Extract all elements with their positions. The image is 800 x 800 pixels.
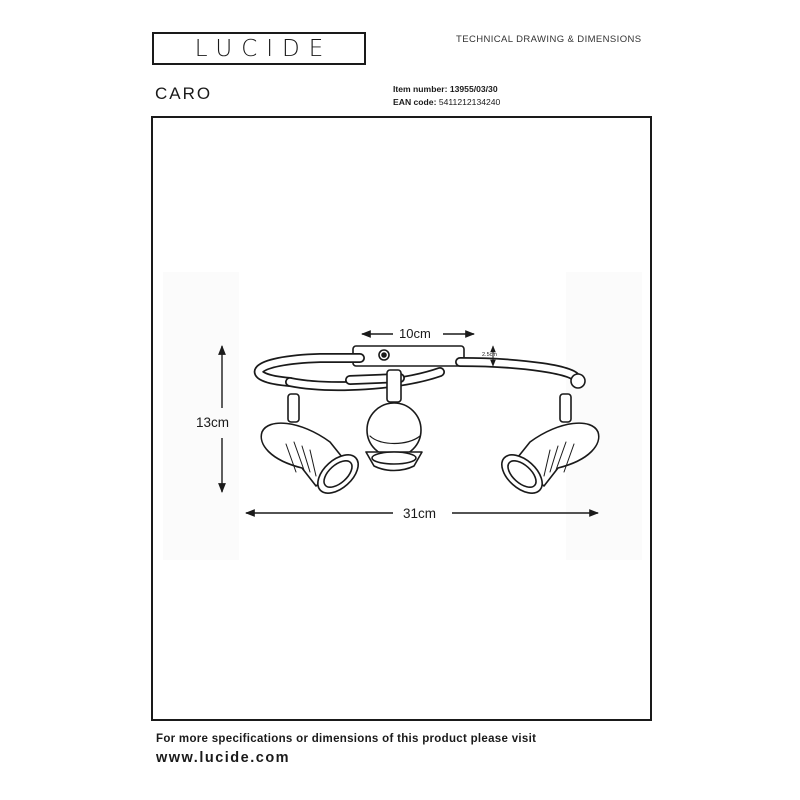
- brand-logo: LUCIDE: [152, 32, 366, 65]
- item-number-row: Item number: 13955/03/30: [393, 83, 500, 96]
- item-number-value: 13955/03/30: [449, 84, 498, 94]
- base-plate: [352, 345, 465, 367]
- base-width-label: 10cm: [399, 326, 431, 341]
- website-link[interactable]: www.lucide.com: [156, 750, 291, 766]
- spot-center: [365, 369, 423, 472]
- drawing-frame: [151, 116, 652, 721]
- base-height-label: 2.5cm: [482, 352, 497, 358]
- ean-row: EAN code: 5411212134240: [393, 96, 500, 109]
- ceiling-base: [352, 345, 465, 367]
- lamp-drawing: [253, 345, 600, 494]
- brand-logo-text: LUCIDE: [194, 36, 333, 62]
- spot-right: [501, 393, 600, 494]
- document-type-label: TECHNICAL DRAWING & DIMENSIONS: [456, 34, 642, 45]
- ean-label: EAN code:: [393, 97, 437, 107]
- arm-end-cap: [570, 373, 586, 389]
- ean-value: 5411212134240: [438, 97, 501, 107]
- total-width-label: 31cm: [403, 506, 437, 521]
- spot-left: [260, 393, 359, 494]
- total-height-label: 13cm: [196, 415, 230, 430]
- item-number-label: Item number:: [393, 84, 448, 94]
- background-panels: [163, 272, 642, 560]
- dimension-lines: [218, 330, 599, 517]
- footer-note: For more specifications or dimensions of…: [156, 733, 537, 745]
- product-name: CARO: [155, 84, 213, 103]
- product-meta: Item number: 13955/03/30 EAN code: 54112…: [393, 83, 500, 109]
